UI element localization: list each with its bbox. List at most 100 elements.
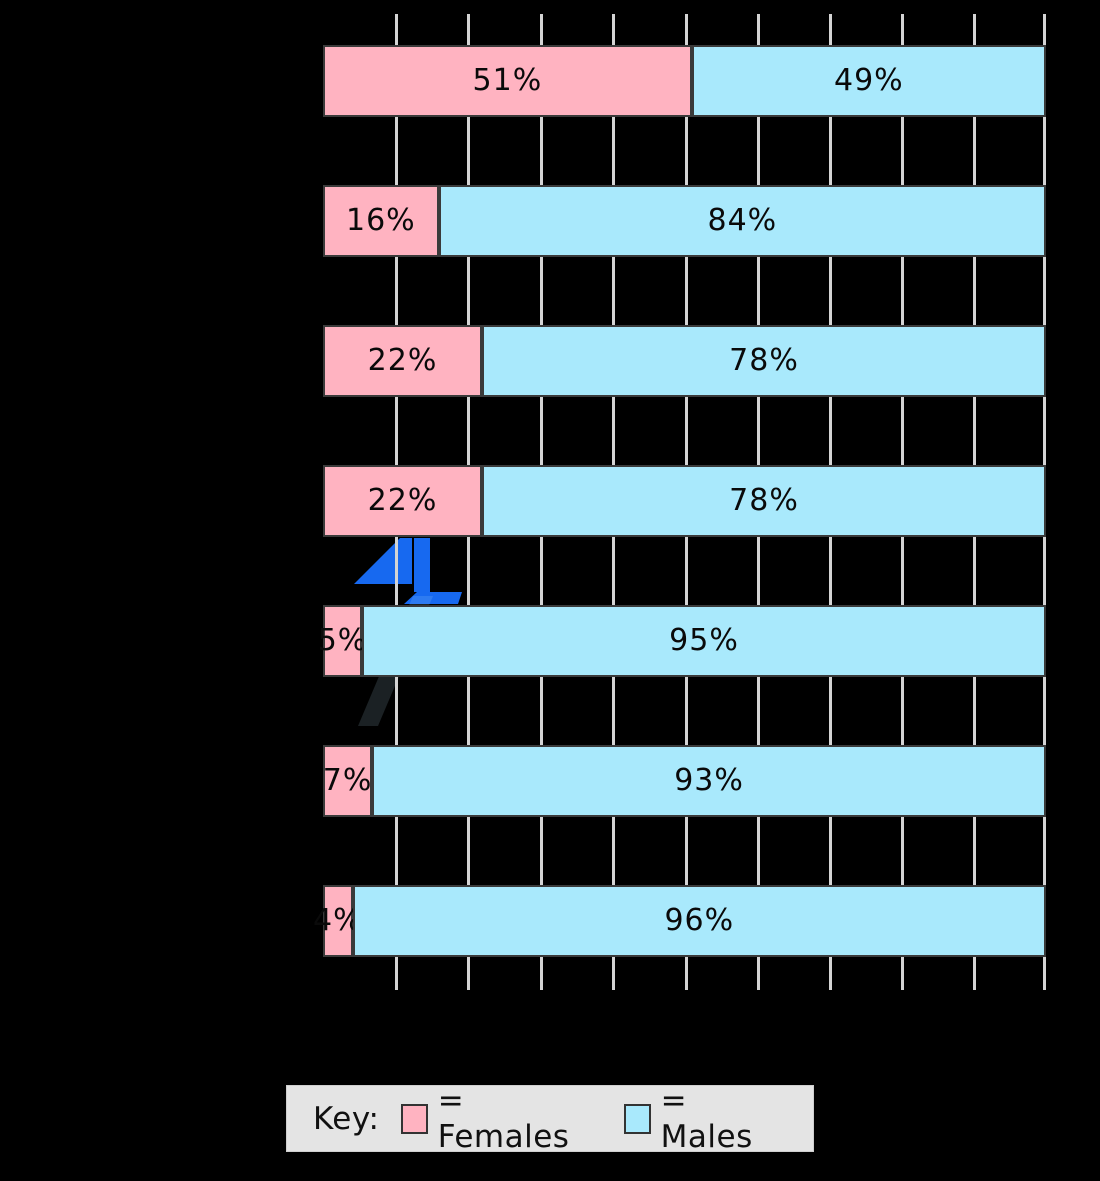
tick-gap5-6 [757,677,760,746]
tick-gap4-6 [757,537,760,606]
tick-top-10 [1043,14,1046,45]
tick-bottom-6 [757,957,760,990]
tick-bottom-10 [1043,957,1046,990]
tick-gap2-10 [1043,257,1046,326]
bar-segment-male: 78% [482,465,1046,537]
legend-label-males: = Males [660,1082,753,1155]
tick-gap4-3 [540,537,543,606]
tick-gap1-6 [757,117,760,186]
tick-gap1-9 [973,117,976,186]
bar-segment-male: 95% [362,605,1046,677]
tick-gap6-5 [685,817,688,886]
tick-top-1 [395,14,398,45]
tick-gap1-10 [1043,117,1046,186]
tick-gap3-8 [901,397,904,466]
tick-gap1-3 [540,117,543,186]
tick-gap4-9 [973,537,976,606]
tick-gap4-5 [685,537,688,606]
legend-label-females: = Females [437,1082,570,1155]
bar-segment-female: 51% [323,45,692,117]
tick-gap4-4 [612,537,615,606]
bar-segment-female: 7% [322,745,373,817]
tick-gap6-8 [901,817,904,886]
bar-row: 7% 93% [323,745,1046,817]
tick-gap6-9 [973,817,976,886]
legend: Key: = Females = Males [286,1083,814,1155]
bar-segment-female: 22% [323,325,483,397]
tick-gap4-10 [1043,537,1046,606]
bar-row: 51% 49% [323,45,1046,117]
bar-value-label: 51% [472,63,543,98]
tick-gap5-10 [1043,677,1046,746]
tick-bottom-8 [901,957,904,990]
tick-gap3-4 [612,397,615,466]
tick-gap5-3 [540,677,543,746]
tick-gap5-5 [685,677,688,746]
bar-value-label: 95% [669,623,739,658]
bar-segment-male: 78% [482,325,1046,397]
tick-top-7 [829,14,832,45]
tick-gap2-4 [612,257,615,326]
tick-gap3-2 [467,397,470,466]
bar-value-label: 96% [664,903,735,938]
tick-gap1-4 [612,117,615,186]
tick-gap4-7 [829,537,832,606]
tick-gap5-7 [829,677,832,746]
bar-value-label: 22% [367,483,438,518]
legend-item-females: = Females [401,1083,582,1155]
tick-bottom-9 [973,957,976,990]
tick-gap1-2 [467,117,470,186]
tick-gap2-7 [829,257,832,326]
bar-value-label: 78% [729,483,799,518]
tick-gap3-6 [757,397,760,466]
tick-gap2-1 [395,257,398,326]
bar-segment-male: 93% [372,745,1046,817]
plot-area: 51% 49% 16% 84% 22% 78% [313,0,1046,1000]
legend-title: Key: [313,1100,380,1137]
tick-bottom-3 [540,957,543,990]
bar-value-label: 16% [345,203,416,238]
bar-value-label: 7% [322,763,373,798]
bar-value-label: 84% [707,203,778,238]
tick-gap5-4 [612,677,615,746]
tick-gap3-10 [1043,397,1046,466]
tick-bottom-4 [612,957,615,990]
tick-bottom-2 [467,957,470,990]
tick-gap1-7 [829,117,832,186]
legend-item-males: = Males [624,1083,771,1155]
tick-gap6-2 [467,817,470,886]
tick-gap2-5 [685,257,688,326]
tick-bottom-5 [685,957,688,990]
tick-gap4-1 [395,537,398,606]
tick-gap4-2 [467,537,470,606]
tick-gap5-1 [395,677,398,746]
tick-gap3-9 [973,397,976,466]
tick-gap6-3 [540,817,543,886]
tick-gap6-6 [757,817,760,886]
tick-gap1-8 [901,117,904,186]
bar-segment-female: 16% [323,185,439,257]
tick-gap2-9 [973,257,976,326]
tick-gap1-5 [685,117,688,186]
bar-segment-male: 84% [438,185,1046,257]
tick-gap3-5 [685,397,688,466]
tick-top-6 [757,14,760,45]
bar-row: 22% 78% [323,465,1046,537]
bar-row: 16% 84% [323,185,1046,257]
female-swatch-icon [401,1103,428,1134]
bar-segment-female: 5% [318,605,366,677]
tick-gap6-7 [829,817,832,886]
tick-top-4 [612,14,615,45]
tick-gap3-3 [540,397,543,466]
bar-value-label: 49% [834,63,904,98]
tick-top-3 [540,14,543,45]
tick-gap2-2 [467,257,470,326]
bar-value-label: 22% [367,343,438,378]
tick-gap5-8 [901,677,904,746]
bar-value-label: 78% [729,343,799,378]
tick-gap2-6 [757,257,760,326]
tick-bottom-1 [395,957,398,990]
tick-gap3-1 [395,397,398,466]
bar-segment-female: 22% [323,465,483,537]
